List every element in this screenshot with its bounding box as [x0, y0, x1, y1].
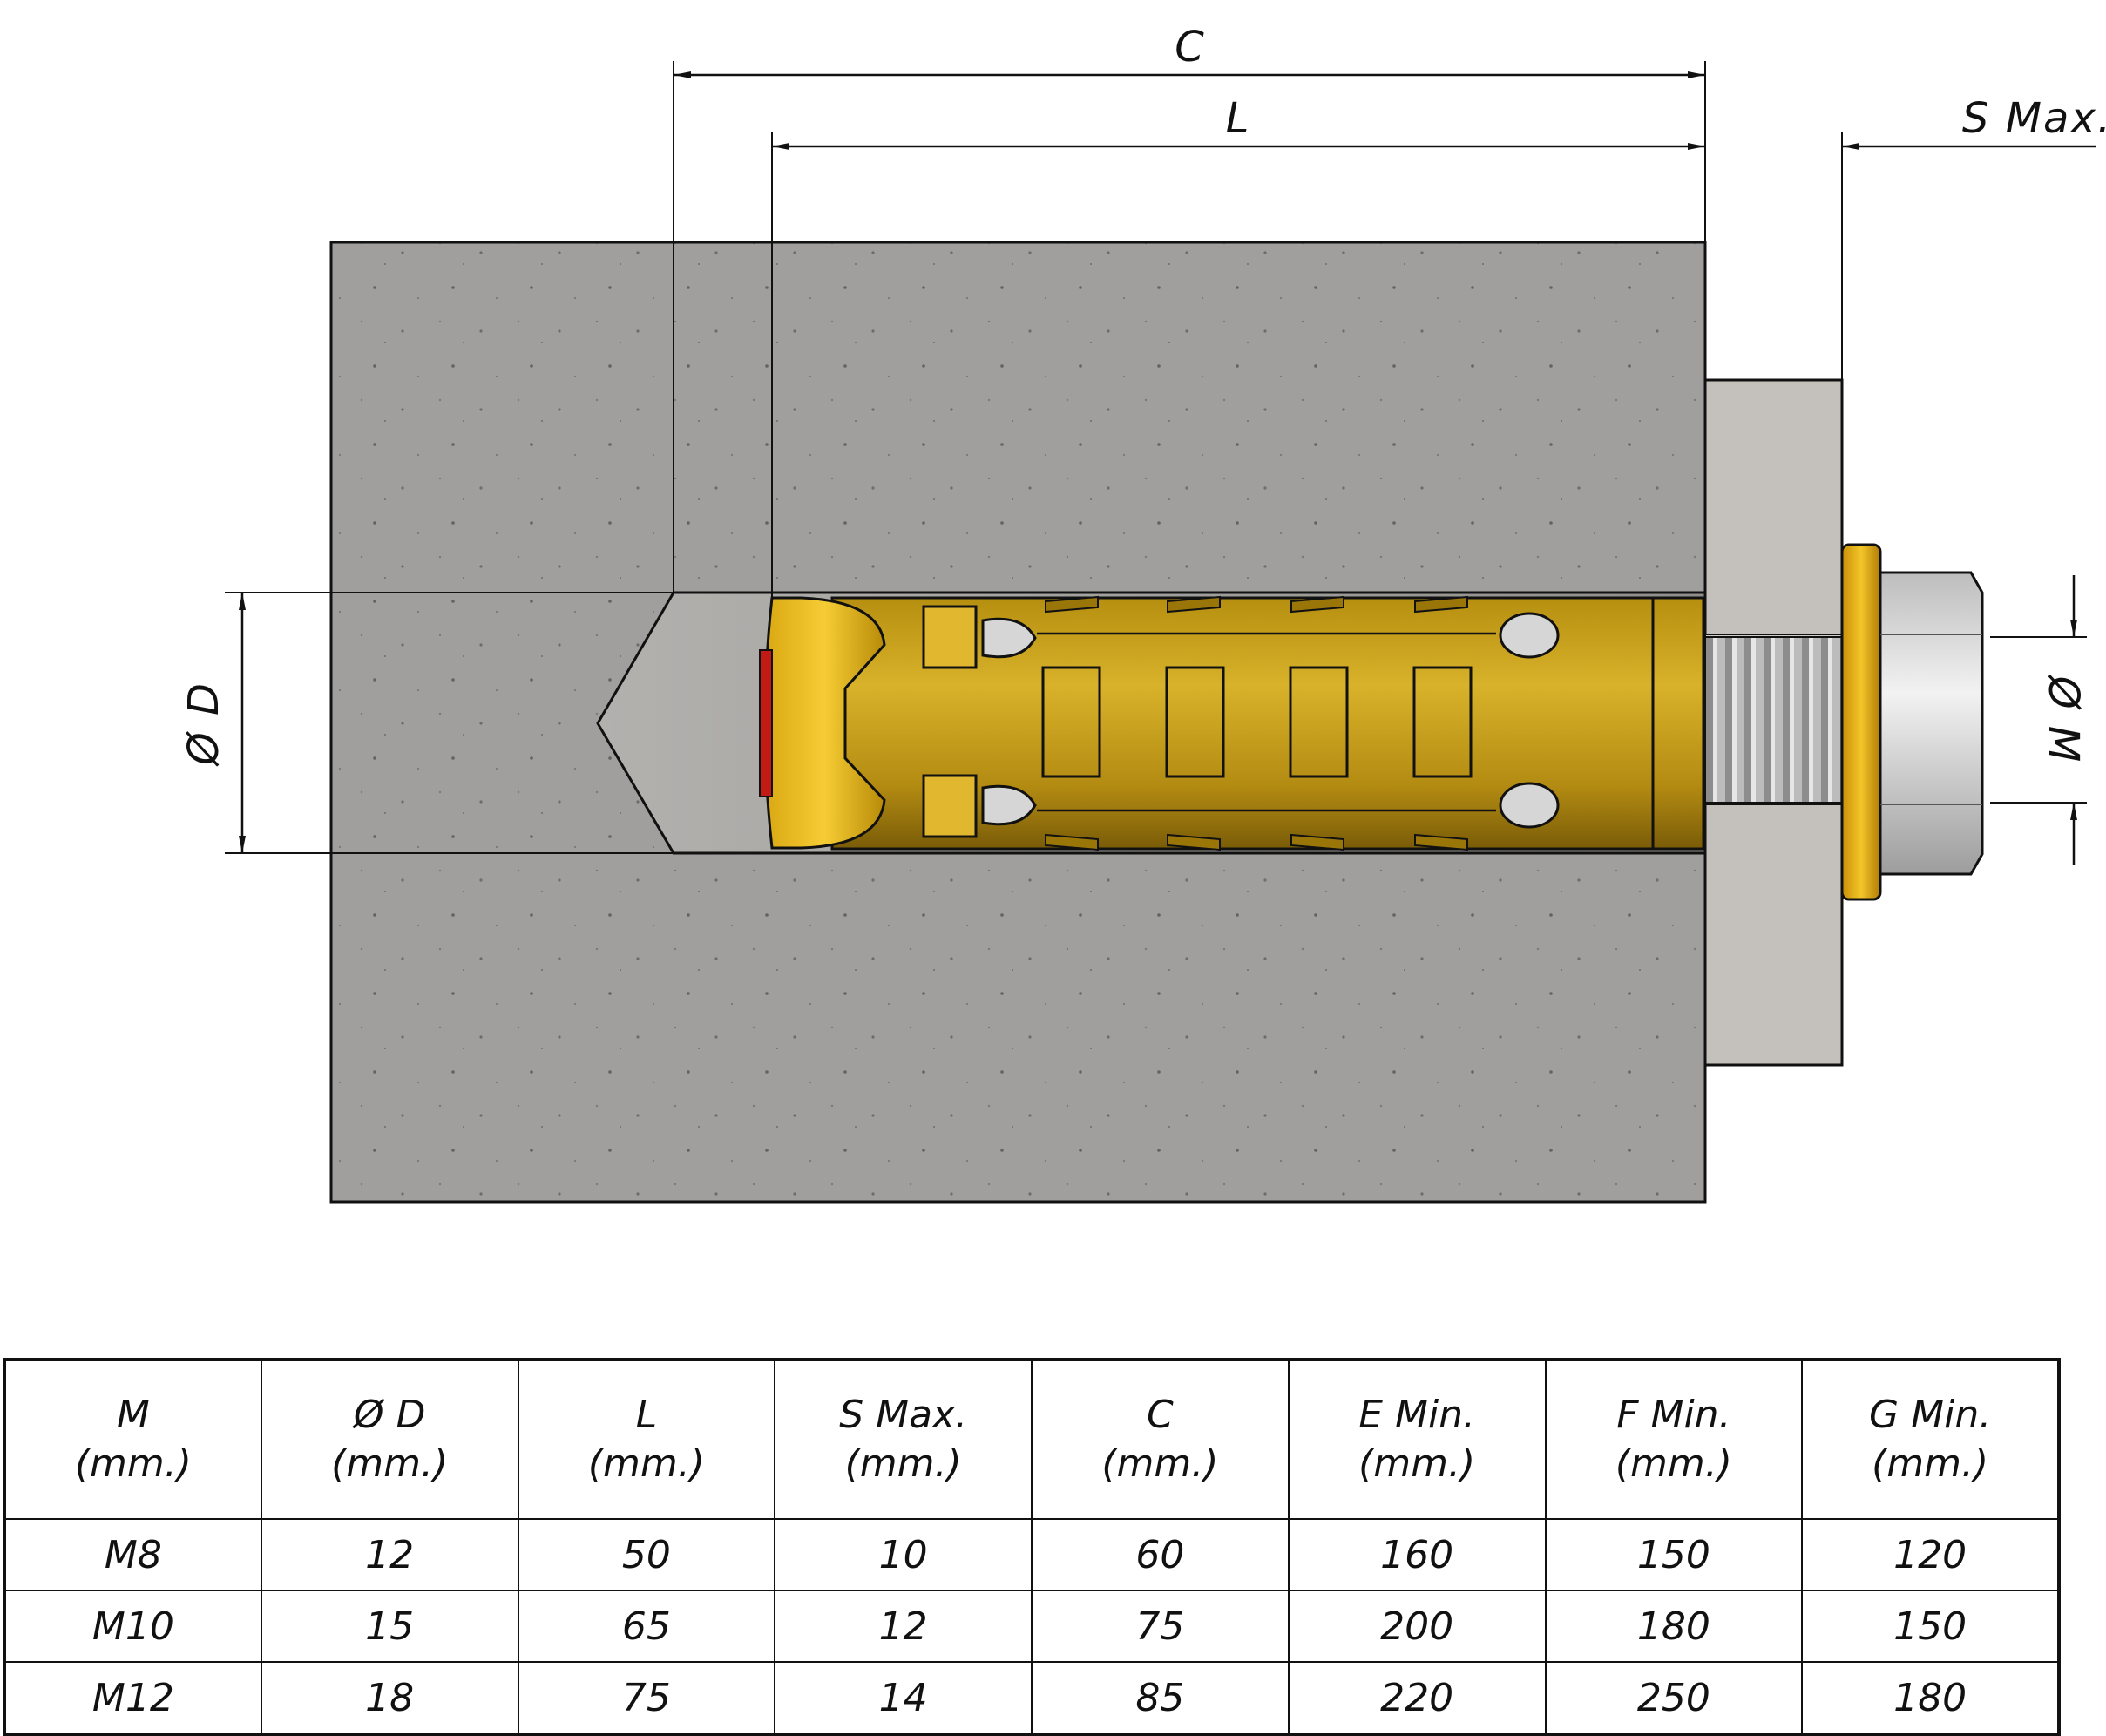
header-e-min: E Min.(mm.): [1287, 1359, 1547, 1520]
table-cell: 12: [260, 1518, 519, 1591]
table-cell: 120: [1801, 1518, 2060, 1591]
table-cell: 18: [260, 1661, 519, 1735]
table-cell: 12: [774, 1590, 1033, 1663]
header-l: L(mm.): [517, 1359, 776, 1520]
anchor-sleeve: [830, 595, 1705, 851]
table-cell: 180: [1801, 1661, 2060, 1735]
header-c: C(mm.): [1031, 1359, 1290, 1520]
spec-table: M(mm.) Ø D(mm.) L(mm.) S Max.(mm.) C(mm.…: [3, 1358, 2061, 1736]
dim-label-c: C: [1175, 23, 1206, 71]
table-row: M12 18 75 14 85 220 250 180: [3, 1661, 2060, 1735]
header-m: M(mm.): [3, 1359, 262, 1520]
extension-lines: [225, 61, 2087, 854]
table-cell: 150: [1801, 1590, 2060, 1663]
table-cell: 220: [1287, 1661, 1547, 1735]
table-cell: M10: [3, 1590, 262, 1663]
table-cell: M8: [3, 1518, 262, 1591]
table-cell: 15: [260, 1590, 519, 1663]
table-row: M10 15 65 12 75 200 180 150: [3, 1590, 2060, 1663]
table-cell: 160: [1287, 1518, 1547, 1591]
dim-label-diameter-d: Ø D: [179, 682, 228, 767]
header-d: Ø D(mm.): [260, 1359, 519, 1520]
dimension-lines: [239, 71, 2096, 865]
bolt-thread: [1704, 636, 1843, 804]
table-cell: 75: [1031, 1590, 1290, 1663]
table-cell: 85: [1031, 1661, 1290, 1735]
table-cell: 60: [1031, 1518, 1290, 1591]
table-cell: 200: [1287, 1590, 1547, 1663]
table-cell: 14: [774, 1661, 1033, 1735]
table-cell: 250: [1544, 1661, 1804, 1735]
washer: [1840, 543, 1882, 901]
table-cell: M12: [3, 1661, 262, 1735]
dim-label-s-max: S Max.: [1962, 94, 2106, 143]
table-row: M8 12 50 10 60 160 150 120: [3, 1518, 2060, 1591]
dim-label-diameter-m: Ø M: [2039, 675, 2088, 763]
hex-nut: [1879, 571, 1984, 876]
anchor-installation-drawing: C L S Max. Ø D Ø M: [179, 23, 2106, 1204]
dim-label-l: L: [1226, 94, 1251, 143]
table-cell: 65: [517, 1590, 776, 1663]
table-cell: 50: [517, 1518, 776, 1591]
cone-red-tip: [759, 649, 773, 797]
table-cell: 75: [517, 1661, 776, 1735]
table-cell: 180: [1544, 1590, 1804, 1663]
header-f-min: F Min.(mm.): [1544, 1359, 1804, 1520]
header-g-min: G Min.(mm.): [1801, 1359, 2060, 1520]
table-cell: 150: [1544, 1518, 1804, 1591]
header-s-max: S Max.(mm.): [774, 1359, 1033, 1520]
spec-table-header-row: M(mm.) Ø D(mm.) L(mm.) S Max.(mm.) C(mm.…: [3, 1359, 2060, 1520]
table-cell: 10: [774, 1518, 1033, 1591]
